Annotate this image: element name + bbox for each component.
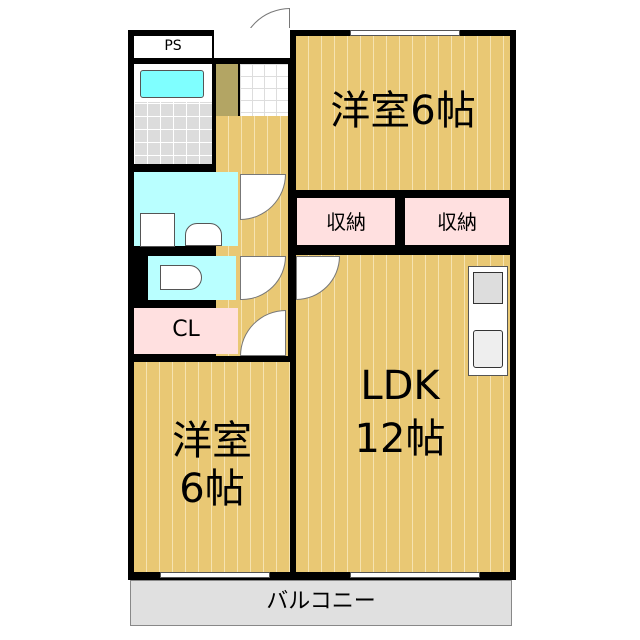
closet-label: CL xyxy=(172,317,200,342)
storage-left-label: 収納 xyxy=(326,210,366,234)
sink-basin xyxy=(185,223,222,246)
western-room-top-name: 洋室 xyxy=(330,88,411,134)
entrance-floor xyxy=(240,64,288,116)
storage-right-label: 収納 xyxy=(437,210,477,234)
storage-left xyxy=(297,198,395,245)
ldk-name: LDK xyxy=(360,363,440,409)
window-bottom-left xyxy=(160,572,270,578)
pipe-space xyxy=(134,36,212,58)
western-room-top-size: 6帖 xyxy=(410,88,476,134)
western-room-top-label: 洋室6帖 xyxy=(296,90,510,132)
kitchen-sink xyxy=(473,330,503,368)
western-room-top xyxy=(296,36,510,190)
shoe-storage xyxy=(216,64,238,116)
stove xyxy=(473,272,503,304)
wall-notch xyxy=(214,28,290,58)
ldk xyxy=(296,255,510,572)
western-room-bottom-name: 洋室 xyxy=(172,418,252,464)
western-room-bottom xyxy=(134,362,290,572)
window-top xyxy=(350,30,460,36)
washing-machine xyxy=(140,213,175,247)
balcony xyxy=(130,580,512,626)
western-room-bottom-size: 6帖 xyxy=(179,466,245,512)
toilet-bowl xyxy=(160,265,202,290)
ldk-size: 12帖 xyxy=(354,416,446,462)
bathtub xyxy=(140,70,204,98)
closet xyxy=(134,308,238,354)
storage-right xyxy=(405,198,509,245)
window-bottom-right xyxy=(350,572,480,578)
balcony-label: バルコニー xyxy=(266,589,376,614)
pipe-space-label: PS xyxy=(164,38,182,54)
